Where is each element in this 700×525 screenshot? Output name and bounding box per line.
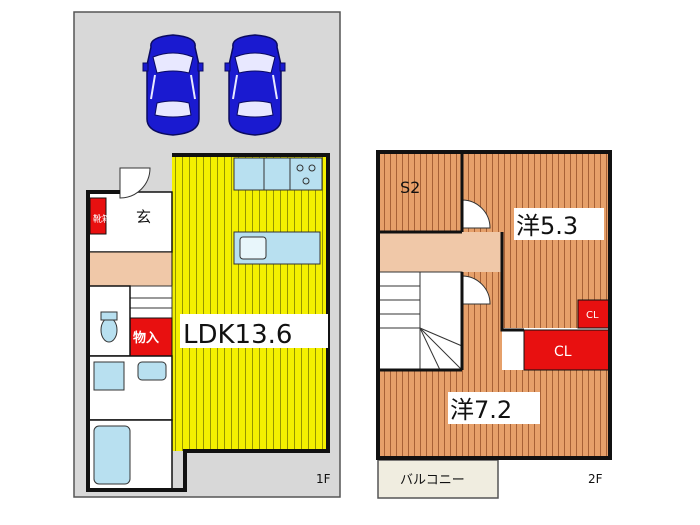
car-icon bbox=[224, 34, 286, 136]
hallway bbox=[87, 251, 173, 287]
label-closet-small: CL bbox=[586, 310, 599, 321]
storage bbox=[129, 317, 173, 357]
label-ldk: LDK13.6 bbox=[183, 320, 292, 350]
label-shoe-storage: 靴箱 bbox=[93, 213, 111, 225]
room-s2 bbox=[378, 152, 462, 232]
label-balcony: バルコニー bbox=[400, 473, 465, 488]
washing-machine bbox=[137, 361, 167, 381]
kitchen-sink-icon bbox=[239, 236, 267, 260]
washbasin bbox=[93, 361, 125, 391]
room-western-7-2 bbox=[378, 272, 610, 458]
hallway-2f bbox=[378, 232, 502, 272]
closet-large bbox=[523, 329, 611, 371]
balcony bbox=[377, 459, 499, 499]
closet-small bbox=[577, 299, 611, 329]
label-entrance: 玄 bbox=[136, 208, 151, 226]
label-s2: S2 bbox=[400, 178, 420, 197]
floor-label-1f: 1F bbox=[316, 472, 331, 486]
stairs-1f bbox=[129, 285, 173, 319]
floor-label-2f: 2F bbox=[588, 472, 603, 486]
car-icon bbox=[142, 34, 204, 136]
floor-2: S2 洋5.3 CL CL 洋7.2 バルコニー 2F bbox=[376, 150, 612, 499]
label-western-7-2: 洋7.2 bbox=[450, 396, 512, 424]
label-storage: 物入 bbox=[133, 330, 159, 346]
toilet-icon bbox=[100, 317, 118, 343]
ldk-room bbox=[172, 155, 328, 451]
label-closet-large: CL bbox=[554, 344, 572, 360]
floor-1: 玄 靴箱 物入 LDK13.6 1F bbox=[73, 11, 341, 498]
bathtub-icon bbox=[93, 425, 131, 485]
kitchen-counter bbox=[233, 157, 323, 191]
label-western-5-3: 洋5.3 bbox=[516, 212, 578, 240]
stove-icon bbox=[296, 164, 316, 185]
